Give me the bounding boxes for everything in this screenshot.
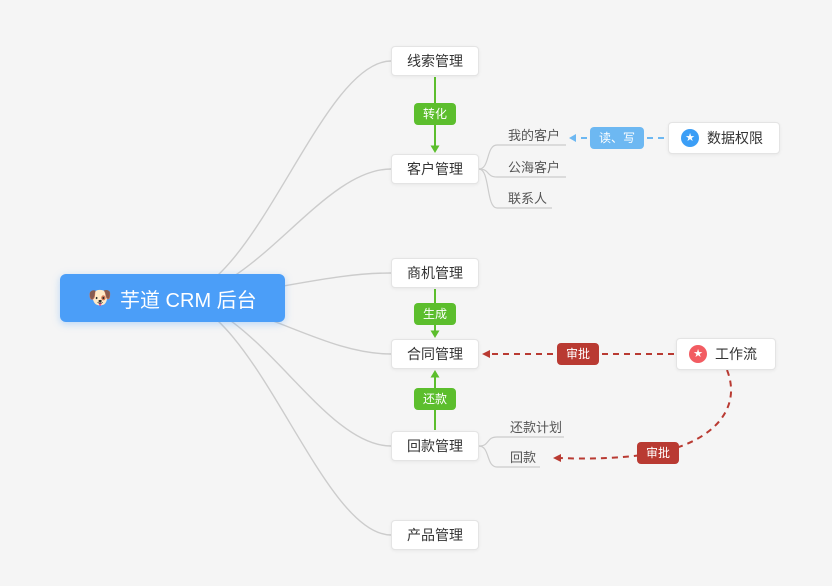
- edge-payments-receipt: [478, 445, 540, 468]
- node-contracts[interactable]: 合同管理: [391, 339, 479, 369]
- arrowhead-data-permission: [569, 134, 576, 142]
- node-payments-label: 回款管理: [407, 438, 463, 454]
- node-products-label: 产品管理: [407, 527, 463, 543]
- node-public-customers[interactable]: 公海客户: [508, 160, 561, 175]
- star-icon: ★: [681, 129, 699, 147]
- arrowhead-repay: [430, 370, 440, 378]
- node-opportunities-label: 商机管理: [407, 265, 463, 281]
- arrowhead-convert: [430, 145, 440, 153]
- edge-customers-contacts: [478, 168, 552, 209]
- arrowhead-workflow-receipt: [553, 454, 561, 462]
- node-payments[interactable]: 回款管理: [391, 431, 479, 461]
- node-receipt[interactable]: 回款: [510, 450, 537, 465]
- edge-label-generate: 生成: [413, 303, 457, 325]
- edge-label-approve-payment: 审批: [636, 442, 680, 464]
- node-contacts[interactable]: 联系人: [508, 191, 548, 206]
- dog-icon: 🐶: [88, 288, 112, 309]
- node-workflow-label: 工作流: [715, 346, 757, 362]
- node-leads-label: 线索管理: [407, 53, 463, 69]
- edge-customers-my-customers: [478, 144, 566, 170]
- node-leads[interactable]: 线索管理: [391, 46, 479, 76]
- edge-root-leads: [171, 60, 392, 299]
- edge-root-products: [171, 297, 392, 536]
- edge-label-read-write: 读、写: [589, 127, 645, 149]
- node-products[interactable]: 产品管理: [391, 520, 479, 550]
- root-node-label: 芋道 CRM 后台: [120, 289, 257, 312]
- edge-customers-public-customers: [478, 168, 566, 178]
- edge-label-approve-contract: 审批: [556, 343, 600, 365]
- arrowhead-workflow-contract: [482, 350, 490, 358]
- node-data-permission-label: 数据权限: [707, 130, 763, 146]
- node-data-permission[interactable]: ★ 数据权限: [668, 122, 780, 154]
- node-customers-label: 客户管理: [407, 161, 463, 177]
- node-my-customers[interactable]: 我的客户: [508, 128, 561, 143]
- node-workflow[interactable]: ★ 工作流: [676, 338, 776, 370]
- node-repayment-plan[interactable]: 还款计划: [510, 420, 563, 435]
- arrowhead-generate: [430, 330, 440, 338]
- node-contracts-label: 合同管理: [407, 346, 463, 362]
- node-customers[interactable]: 客户管理: [391, 154, 479, 184]
- edge-payments-repay-plan: [478, 436, 564, 447]
- edge-label-repay: 还款: [413, 388, 457, 410]
- root-node-crm[interactable]: 🐶 芋道 CRM 后台: [60, 274, 285, 322]
- edge-label-convert: 转化: [413, 103, 457, 125]
- star-icon: ★: [689, 345, 707, 363]
- node-opportunities[interactable]: 商机管理: [391, 258, 479, 288]
